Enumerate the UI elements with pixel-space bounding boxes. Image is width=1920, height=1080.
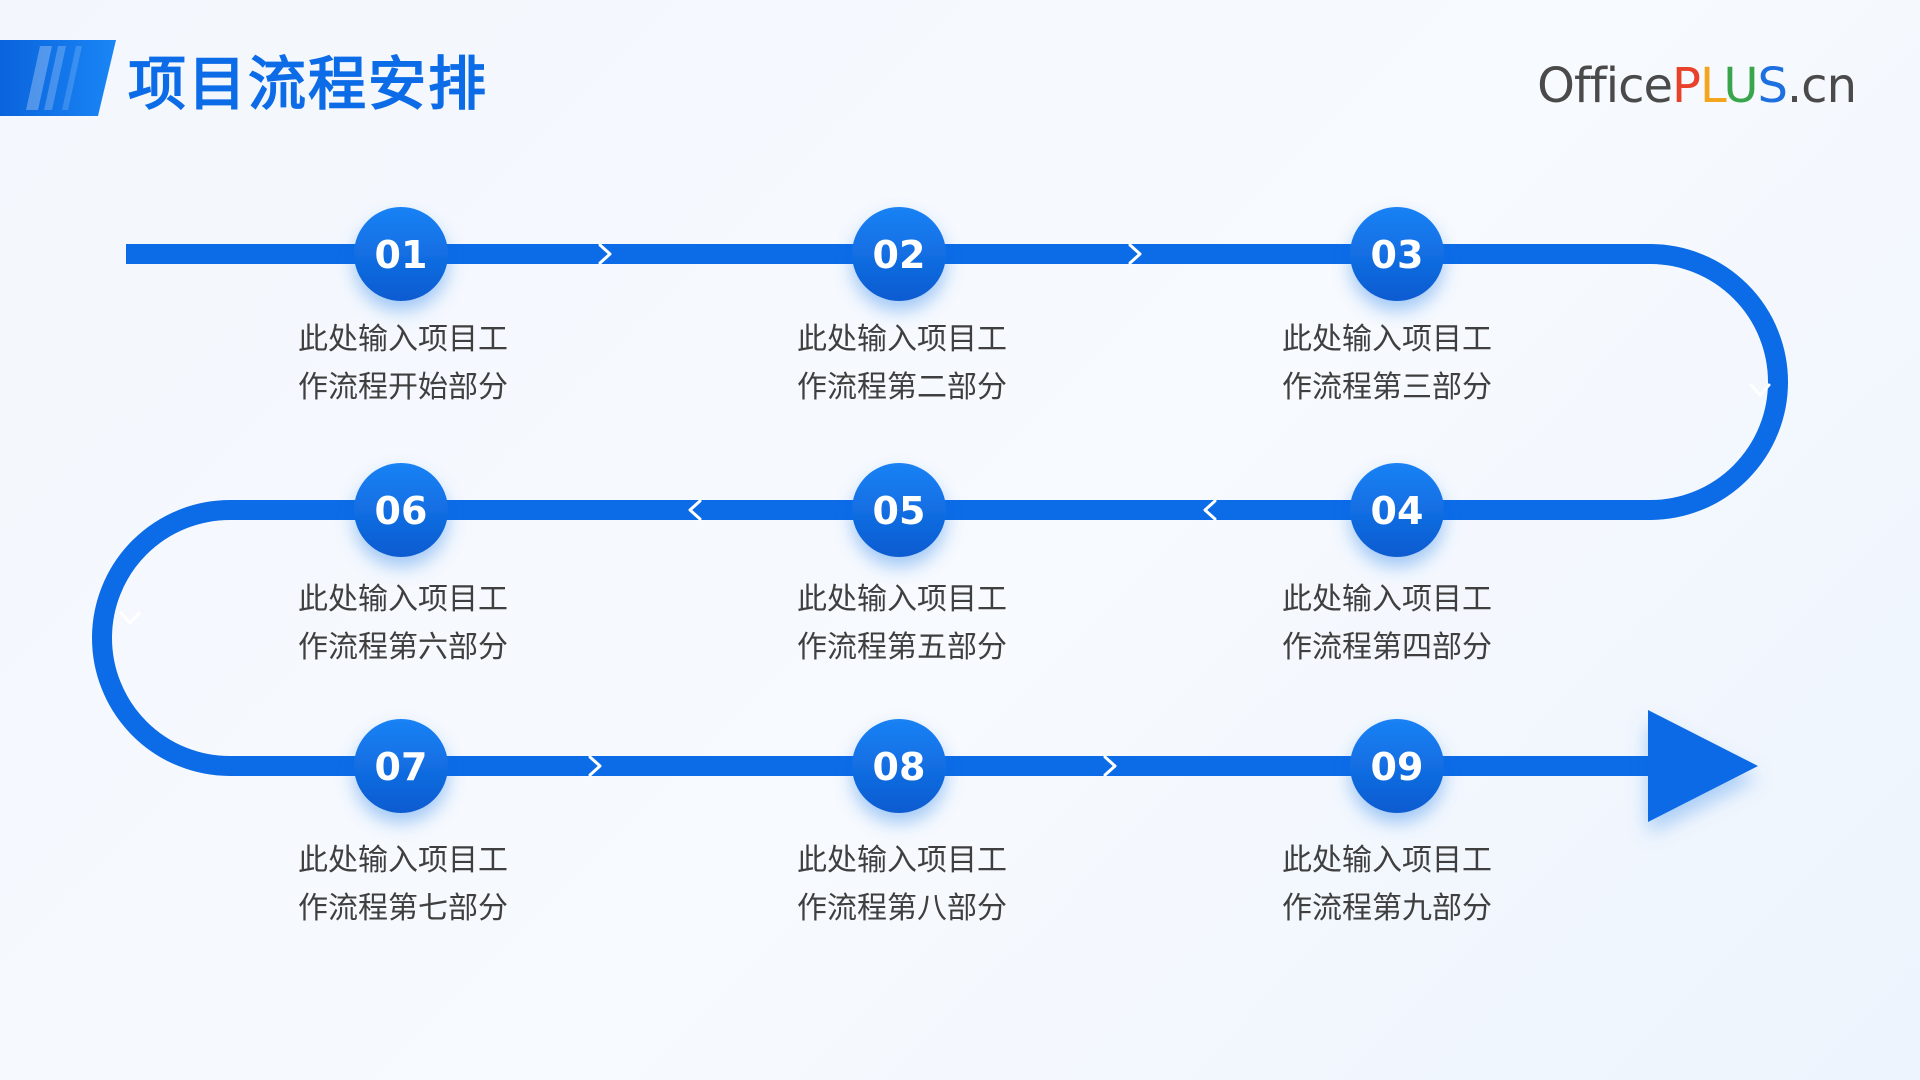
step-node-09: 09 bbox=[1350, 719, 1444, 813]
step-label-line: 此处输入项目工 bbox=[1282, 843, 1492, 878]
chevron-right-icon bbox=[1128, 243, 1142, 265]
step-node-04: 04 bbox=[1350, 463, 1444, 557]
step-label-line: 作流程第四部分 bbox=[1282, 630, 1492, 665]
chevron-right-icon bbox=[1103, 755, 1117, 777]
logo-letter-s: S bbox=[1757, 58, 1787, 114]
step-number: 02 bbox=[873, 233, 926, 277]
step-label-line: 此处输入项目工 bbox=[797, 322, 1007, 357]
step-label-04: 此处输入项目工 作流程第四部分 bbox=[1247, 576, 1527, 672]
step-label-line: 作流程开始部分 bbox=[298, 370, 508, 405]
step-label-line: 作流程第三部分 bbox=[1282, 370, 1492, 405]
chevron-down-icon bbox=[1749, 383, 1771, 397]
title-decoration bbox=[0, 40, 116, 116]
step-number: 03 bbox=[1371, 233, 1424, 277]
step-number: 07 bbox=[375, 745, 428, 789]
step-label-05: 此处输入项目工 作流程第五部分 bbox=[762, 576, 1042, 672]
step-node-03: 03 bbox=[1350, 207, 1444, 301]
chevron-down-icon bbox=[119, 611, 141, 625]
step-node-07: 07 bbox=[354, 719, 448, 813]
step-number: 08 bbox=[873, 745, 926, 789]
step-node-08: 08 bbox=[852, 719, 946, 813]
logo-cn-text: .cn bbox=[1786, 58, 1857, 114]
step-label-line: 作流程第七部分 bbox=[298, 891, 508, 926]
step-number: 09 bbox=[1371, 745, 1424, 789]
step-label-06: 此处输入项目工 作流程第六部分 bbox=[263, 576, 543, 672]
chevron-left-icon bbox=[688, 499, 702, 521]
logo-letter-u: U bbox=[1723, 58, 1758, 114]
direction-chevrons bbox=[119, 243, 1771, 777]
step-number: 04 bbox=[1371, 489, 1424, 533]
step-node-01: 01 bbox=[354, 207, 448, 301]
step-label-line: 作流程第九部分 bbox=[1282, 891, 1492, 926]
logo-letter-l: L bbox=[1699, 58, 1724, 114]
step-node-06: 06 bbox=[354, 463, 448, 557]
step-node-02: 02 bbox=[852, 207, 946, 301]
step-label-09: 此处输入项目工 作流程第九部分 bbox=[1247, 837, 1527, 933]
step-label-line: 此处输入项目工 bbox=[797, 843, 1007, 878]
step-label-line: 作流程第五部分 bbox=[797, 630, 1007, 665]
step-number: 06 bbox=[375, 489, 428, 533]
step-label-line: 此处输入项目工 bbox=[1282, 322, 1492, 357]
step-label-line: 此处输入项目工 bbox=[1282, 582, 1492, 617]
chevron-left-icon bbox=[1203, 499, 1217, 521]
step-label-07: 此处输入项目工 作流程第七部分 bbox=[263, 837, 543, 933]
step-label-line: 此处输入项目工 bbox=[797, 582, 1007, 617]
step-label-03: 此处输入项目工 作流程第三部分 bbox=[1247, 316, 1527, 412]
step-label-01: 此处输入项目工 作流程开始部分 bbox=[263, 316, 543, 412]
flow-arrowhead bbox=[1648, 710, 1758, 822]
step-label-line: 作流程第六部分 bbox=[298, 630, 508, 665]
step-number: 05 bbox=[873, 489, 926, 533]
chevron-right-icon bbox=[588, 755, 602, 777]
step-number: 01 bbox=[375, 233, 428, 277]
page-title: 项目流程安排 bbox=[128, 50, 489, 118]
step-label-line: 此处输入项目工 bbox=[298, 843, 508, 878]
step-label-line: 作流程第二部分 bbox=[797, 370, 1007, 405]
step-label-08: 此处输入项目工 作流程第八部分 bbox=[762, 837, 1042, 933]
step-label-line: 作流程第八部分 bbox=[797, 891, 1007, 926]
logo-office-text: Office bbox=[1537, 58, 1673, 114]
chevron-right-icon bbox=[598, 243, 612, 265]
logo-letter-p: P bbox=[1672, 58, 1701, 114]
step-label-line: 此处输入项目工 bbox=[298, 582, 508, 617]
step-label-line: 此处输入项目工 bbox=[298, 322, 508, 357]
step-node-05: 05 bbox=[852, 463, 946, 557]
officeplus-logo: OfficePLUS.cn bbox=[1537, 58, 1857, 114]
step-label-02: 此处输入项目工 作流程第二部分 bbox=[762, 316, 1042, 412]
